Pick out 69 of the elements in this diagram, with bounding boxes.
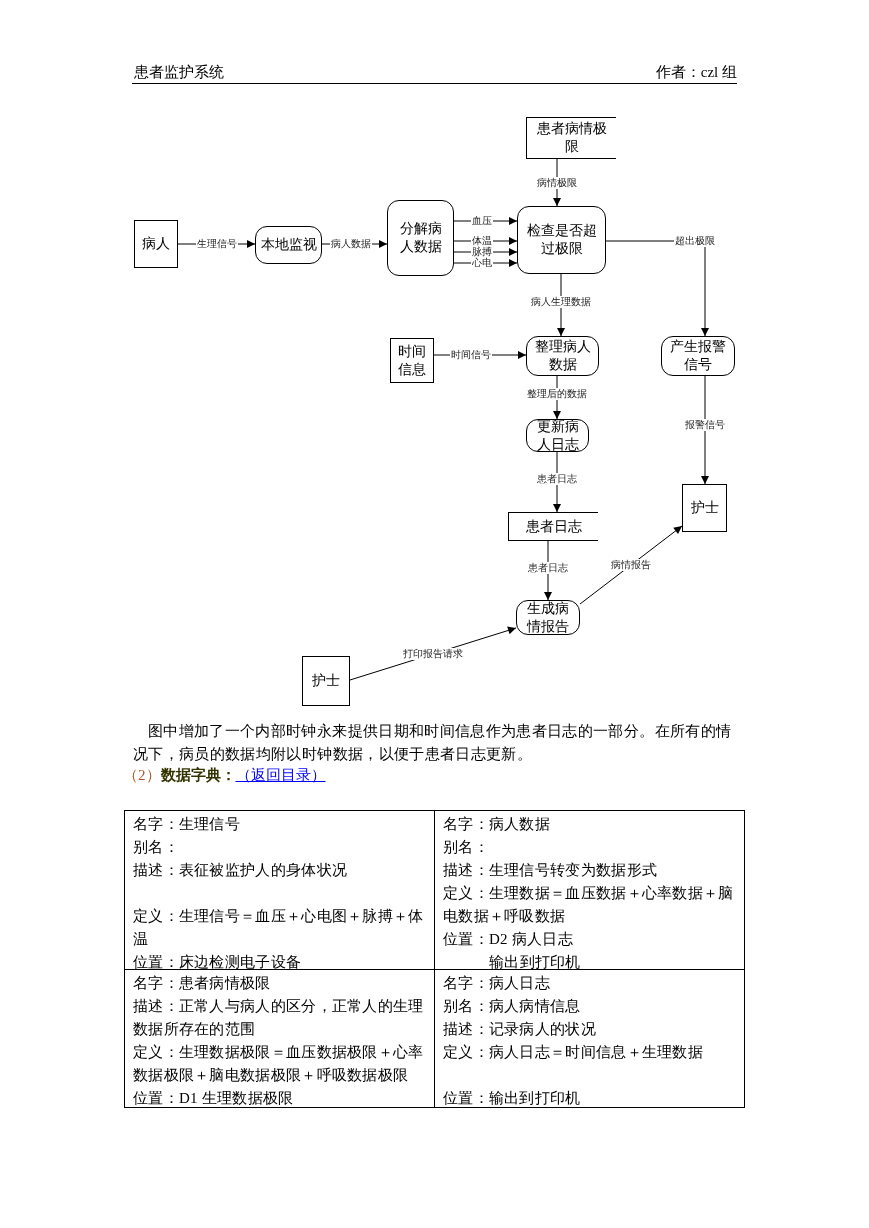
arrow — [557, 273, 565, 337]
node-label: 检查是否超过极限 — [525, 222, 598, 258]
node-label: 患者日志 — [525, 517, 582, 536]
entity-box — [134, 220, 178, 268]
table-text: 位置：D2 病人日志 — [443, 930, 575, 949]
table-text: 位置：D1 生理数据极限 — [133, 1089, 295, 1108]
table-text: 定义：生理数据极限＝血压数据极限＋心率数据极限＋脑电数据极限＋呼吸数据极限 — [133, 1043, 425, 1085]
entity-box — [682, 484, 727, 532]
edge-label: 病情报告 — [610, 559, 652, 571]
edge-label: 血压 — [471, 215, 494, 227]
table-text: 别名：病人病情信息 — [443, 997, 582, 1016]
table-text: 描述：记录病人的状况 — [443, 1020, 597, 1039]
entity-box — [390, 338, 434, 383]
process-box — [526, 419, 589, 452]
node-label: 分解病人数据 — [398, 220, 443, 256]
table-text: 名字：病人数据 — [443, 815, 552, 834]
node-label: 更新病人日志 — [535, 417, 580, 454]
table-text: 别名： — [133, 838, 180, 857]
process-box — [516, 600, 580, 635]
table-text: 定义：生理信号＝血压＋心电图＋脉搏＋体温 — [133, 907, 425, 949]
edge-label: 报警信号 — [684, 418, 726, 431]
node-label: 护士 — [312, 672, 340, 690]
edge-label: 病情极限 — [536, 176, 578, 189]
data-store — [526, 117, 616, 159]
header-author: 作者：czl 组 — [655, 63, 737, 82]
table-text: 定义：生理数据＝血压数据＋心率数据＋脑电数据＋呼吸数据 — [443, 884, 735, 926]
edge-label: 心电 — [471, 257, 494, 269]
table-text: 名字：患者病情极限 — [133, 974, 272, 993]
node-label: 患者病情极限 — [535, 120, 608, 156]
table-text: 位置：输出到打印机 — [443, 1089, 582, 1108]
edge-label: 超出极限 — [674, 235, 717, 247]
entity-box — [302, 656, 350, 706]
node-label: 生成病情报告 — [525, 599, 570, 636]
process-box — [526, 336, 599, 376]
link: （返回目录） — [235, 766, 326, 785]
table-text: 名字：生理信号 — [133, 815, 242, 834]
table-text: 别名： — [443, 838, 490, 857]
node-label: 护士 — [690, 499, 719, 517]
table-text: 位置：床边检测电子设备 — [133, 953, 303, 972]
node-label: 整理病人数据 — [533, 338, 592, 374]
node-label: 病人 — [142, 235, 170, 253]
table-text: 输出到打印机 — [488, 953, 582, 972]
edge-label: 生理信号 — [195, 238, 238, 250]
node-label: 本地监视 — [260, 236, 317, 254]
node-label: 产生报警信号 — [669, 338, 727, 374]
process-box — [517, 206, 606, 274]
process-box — [661, 336, 735, 376]
node-label: 时间信息 — [397, 342, 427, 379]
process-box — [255, 226, 322, 264]
edge-label: 病人数据 — [330, 238, 373, 250]
process-box — [387, 200, 454, 276]
table-text: 描述：生理信号转变为数据形式 — [443, 861, 659, 880]
edge-label: 患者日志 — [536, 473, 578, 485]
table-text: 定义：病人日志＝时间信息＋生理数据 — [443, 1043, 705, 1062]
edge-label: 时间信号 — [449, 349, 492, 361]
edge-label: 体温 — [471, 235, 494, 247]
header-title: 患者监护系统 — [134, 63, 224, 82]
table-text: 名字：病人日志 — [443, 974, 552, 993]
arrow — [701, 375, 709, 485]
table-text: 描述：正常人与病人的区分，正常人的生理数据所存在的范围 — [133, 997, 425, 1039]
edge-label: 打印报告请求 — [402, 648, 464, 660]
edge-label: 整理后的数据 — [526, 388, 588, 401]
data-store — [508, 512, 598, 541]
table-text: 描述：表征被监护人的身体状况 — [133, 861, 349, 880]
edge-label: 病人生理数据 — [530, 295, 592, 308]
section-heading: （2）数据字典： — [123, 766, 236, 785]
edge-label: 脉搏 — [471, 246, 494, 258]
paragraph: 图中增加了一个内部时钟永来提供日期和时间信息作为患者日志的一部分。在所有的情况下，病员的数据均附以时钟数据，以便于患者日志更新。 — [133, 722, 733, 764]
edge-label: 患者日志 — [527, 561, 569, 574]
